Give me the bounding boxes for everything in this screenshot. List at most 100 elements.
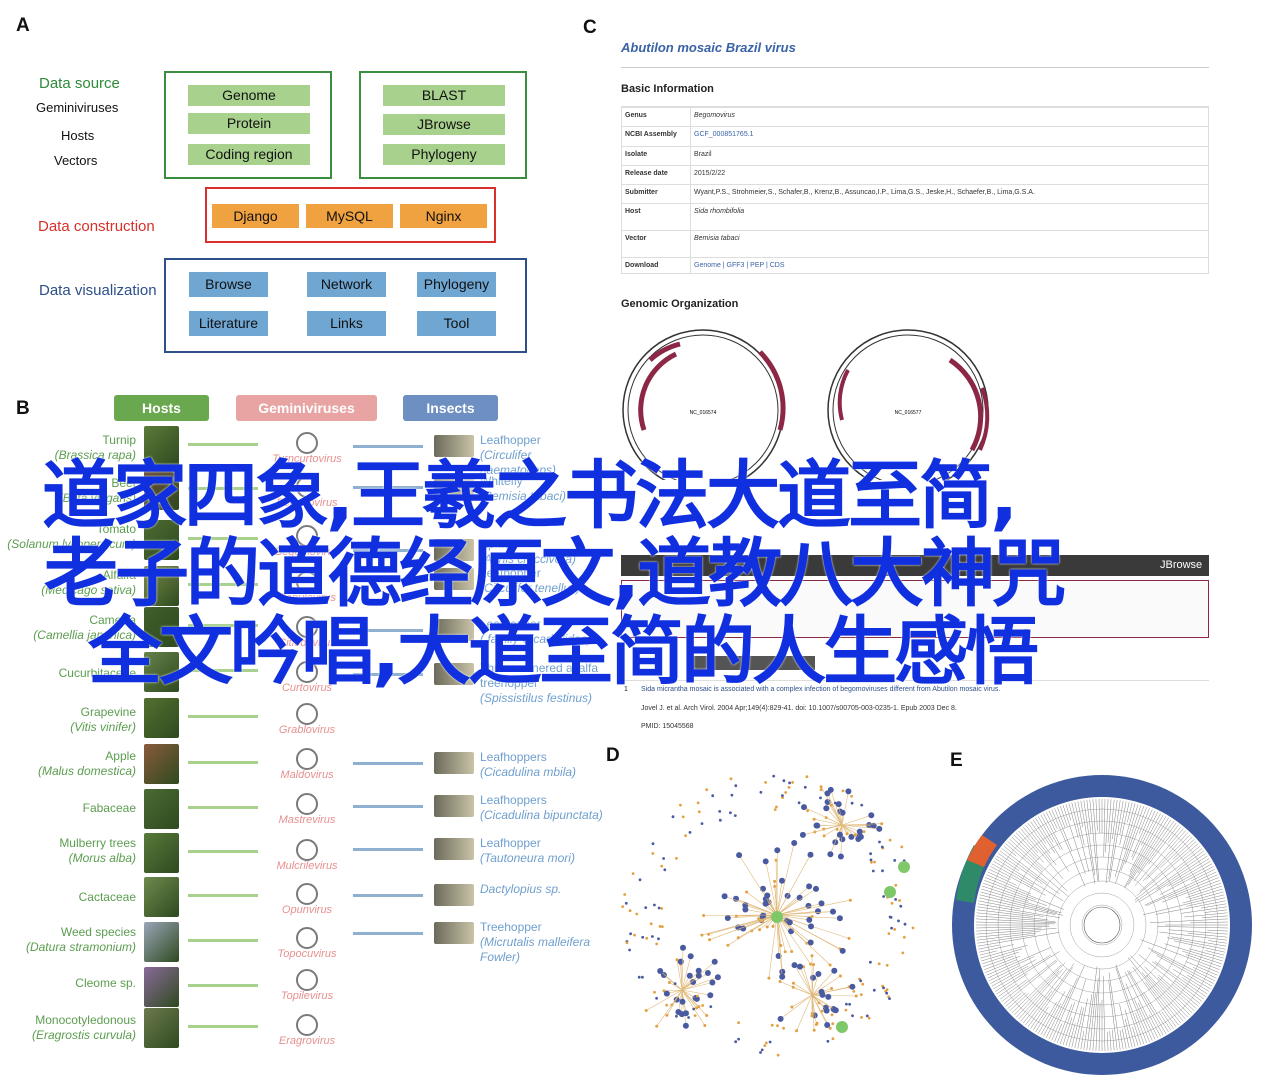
host-virus-arrow: [188, 761, 258, 764]
insect-vector: Aphid(Aphis craccivora): [480, 537, 605, 567]
info-key: Release date: [625, 170, 668, 177]
chip-protein: Protein: [188, 113, 310, 134]
host-photo: [144, 877, 179, 917]
host-scientific-name: (Datura stramonium): [25, 940, 136, 954]
data-source-label: Data source: [39, 75, 120, 92]
chip-phylogeny-vis: Phylogeny: [417, 272, 496, 297]
panel-label-d: D: [606, 745, 620, 766]
host-photo: [144, 698, 179, 738]
host-photo: [144, 789, 179, 829]
insect-photo: [434, 795, 474, 817]
genome-map-icon: [296, 616, 318, 638]
info-value: Brazil: [694, 151, 712, 158]
genome-map-icon: [296, 571, 318, 593]
host-3: Alfalfa(Medicago sativa): [41, 568, 136, 598]
insect-vector: Leafhopper(Tautoneura mori): [480, 836, 605, 866]
info-value: Sida rhombifolia: [694, 208, 745, 215]
genome-map-icon: [296, 525, 318, 547]
chip-genome: Genome: [188, 85, 310, 106]
genome-map-icon: [296, 703, 318, 725]
host-photo: [144, 607, 179, 647]
info-value[interactable]: Genome | GFF3 | PEP | CDS: [694, 262, 785, 269]
genome-map-icon: [296, 969, 318, 991]
insect-vector: Three-cornered alfalfa treehopper(Spissi…: [480, 661, 605, 706]
info-value: Wyant,P.S., Strohmeier,S., Schafer,B., K…: [694, 189, 1035, 196]
host-11: Weed species(Datura stramonium): [26, 925, 136, 955]
data-construction-label: Data construction: [38, 218, 155, 235]
panel-label-a: A: [16, 15, 30, 36]
virus-genus: Curtovirus: [281, 682, 333, 694]
host-scientific-name: (Medicago sativa): [41, 583, 136, 597]
virus-insect-arrow: [353, 932, 423, 935]
host-5: Cucurbitaceae: [59, 666, 136, 681]
host-name: Cucurbitaceae: [58, 666, 136, 680]
chip-nginx: Nginx: [400, 204, 487, 228]
host-name: Mulberry trees: [59, 836, 136, 850]
insect-scientific-name: (Spissistilus festinus): [480, 691, 593, 705]
insect-vector: Dactylopius sp.: [480, 882, 605, 897]
virus-genus: Grablovirus: [278, 724, 336, 736]
virus-insect-arrow: [353, 894, 423, 897]
host-2: Tomato(Solanum lycopersicum): [7, 522, 136, 552]
network-graph[interactable]: [612, 765, 922, 1065]
host-1: Beet(Beta vulgaris): [59, 476, 136, 506]
panel-label-e: E: [950, 750, 963, 771]
info-value[interactable]: GCF_000851765.1: [694, 131, 754, 138]
overlay-line-2: 老子的道德经原文,道教八大神咒: [44, 531, 1066, 617]
insect-name: Whitefly: [480, 474, 523, 488]
chip-literature: Literature: [189, 311, 268, 336]
insect-scientific-name: (Circulifer tenellus): [480, 581, 581, 595]
virus-genus: Topilevirus: [280, 990, 334, 1002]
host-name: Turnip: [102, 433, 136, 447]
insect-scientific-name: (Cicadulina mbila): [480, 765, 577, 779]
genome-map-icon: [296, 793, 318, 815]
jbrowse-label: JBrowse: [1160, 559, 1203, 571]
genome-map-icon: [296, 432, 318, 454]
host-name: Weed species: [60, 925, 136, 939]
virus-insect-arrow: [353, 486, 423, 489]
chip-network: Network: [307, 272, 386, 297]
genome-map-icon: [296, 476, 318, 498]
host-7: Apple(Malus domestica): [38, 749, 136, 779]
host-name: Monocotyledonous: [35, 1013, 136, 1027]
ref-journal: Jovel J. et al. Arch Virol. 2004 Apr;149…: [641, 705, 957, 712]
genome-map-icon: [296, 927, 318, 949]
insect-photo: [434, 663, 474, 685]
insect-name: Treehopper: [480, 920, 542, 934]
genome-map-icon: [296, 661, 318, 683]
host-scientific-name: (Malus domestica): [37, 764, 136, 778]
jbrowse-button[interactable]: [690, 656, 815, 670]
insect-vector: Leafhopper(Circulifer haematoceps): [480, 433, 605, 478]
host-8: Fabaceae: [83, 801, 136, 816]
insect-photo: [434, 884, 474, 906]
insect-vector: Whitefly(Bemisia tabaci): [480, 474, 605, 504]
insect-vector: Leafhopper(Circulifer tenellus): [480, 566, 605, 596]
host-virus-arrow: [188, 939, 258, 942]
ref-title[interactable]: Sida micrantha mosaic is associated with…: [641, 686, 1001, 693]
host-virus-arrow: [188, 443, 258, 446]
phylogeny-tree[interactable]: [950, 773, 1255, 1078]
jbrowse-dialog[interactable]: [621, 580, 1209, 638]
virus-insect-arrow: [353, 549, 423, 552]
insect-vector: Leafhoppers(Cicadulina bipunctata): [480, 793, 605, 823]
ref-index: 1: [624, 686, 628, 693]
insect-name: Leafhopper: [480, 433, 541, 447]
host-name: Alfalfa: [102, 568, 136, 582]
host-10: Cactaceae: [79, 890, 136, 905]
virus-genus: Citlodavirus: [278, 637, 336, 649]
genome-map-icon: [296, 1014, 318, 1036]
jbrowse-toolbar[interactable]: [621, 555, 1209, 576]
genome-map-icon: [296, 883, 318, 905]
basic-info-heading: Basic Information: [621, 83, 714, 95]
host-photo: [144, 833, 179, 873]
visualization-box: [164, 258, 527, 353]
host-virus-arrow: [188, 624, 258, 627]
ref-pmid: PMID: 15045568: [641, 723, 694, 730]
insect-scientific-name: ( family Cicadellidae): [480, 632, 592, 646]
insect-name: Leafhoppers: [480, 793, 547, 807]
insect-photo: [434, 922, 474, 944]
insect-vector: Leafhoppers(Cicadulina mbila): [480, 750, 605, 780]
